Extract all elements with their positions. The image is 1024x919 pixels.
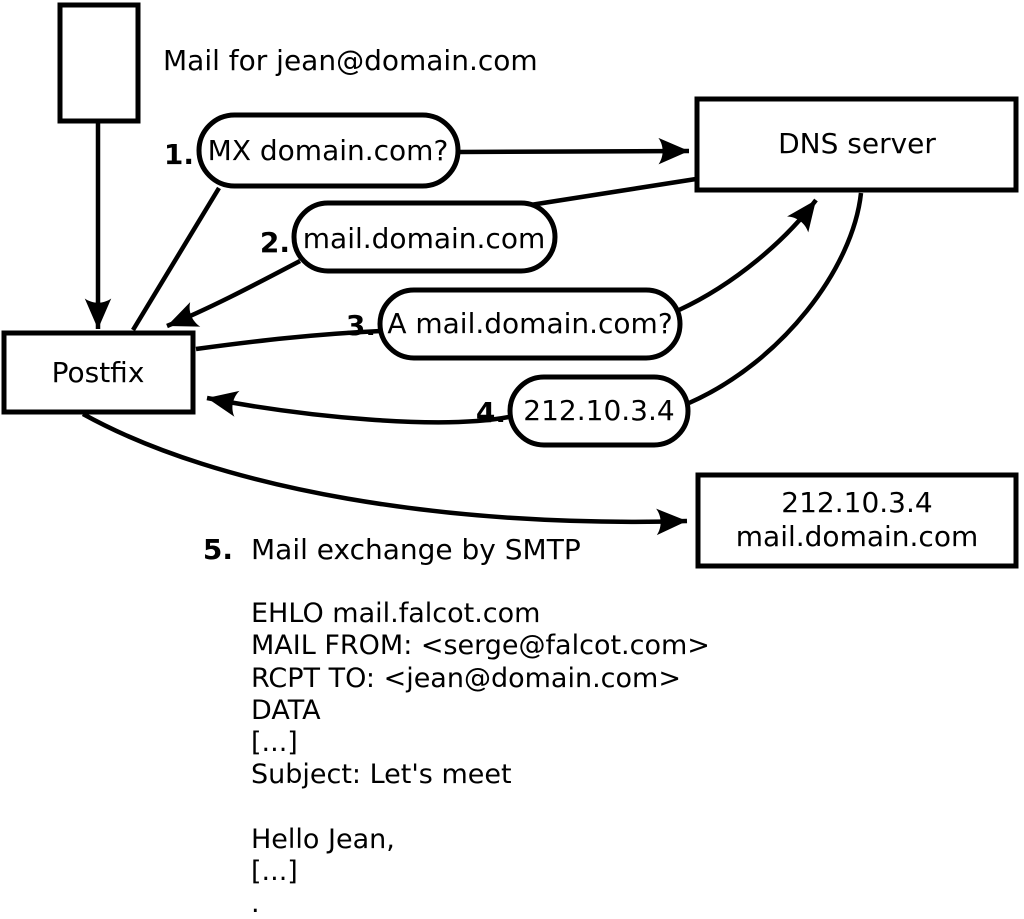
line-dns-to-pill2: [523, 176, 697, 209]
line-postfix-to-pill1: [131, 186, 221, 332]
smtp-line: [...]: [251, 856, 298, 887]
pill-step1-mx-query: [196, 112, 461, 189]
step4-number: 4.: [476, 396, 506, 429]
step2-number: 2.: [260, 226, 290, 259]
step3-pill-label: A mail.domain.com?: [387, 307, 672, 340]
arrow-pill4-to-postfix: [206, 390, 510, 425]
dns-server-node-box: [694, 96, 1019, 193]
pill-step2-mx-answer: [291, 200, 558, 274]
mail-note-label: Mail for jean@domain.com: [163, 44, 538, 77]
step1-pill-label: MX domain.com?: [208, 134, 449, 167]
mail-server-host-label: mail.domain.com: [736, 520, 978, 553]
pill-step4-a-answer: [507, 374, 691, 448]
mail-server-ip-label: 212.10.3.4: [781, 486, 932, 519]
smtp-line: EHLO mail.falcot.com: [251, 598, 540, 629]
postfix-node-box: [1, 330, 196, 415]
arrow-pill3-to-dns: [678, 198, 818, 313]
mail-server-node-box: [695, 472, 1019, 569]
step5-label: Mail exchange by SMTP: [251, 533, 581, 566]
smtp-session-transcript: EHLO mail.falcot.com MAIL FROM: <serge@f…: [251, 598, 710, 919]
step1-number: 1.: [164, 138, 194, 171]
node-shapes: [1, 2, 1019, 569]
smtp-line: [...]: [251, 727, 298, 758]
diagram-labels: Mail for jean@domain.com 1. MX domain.co…: [52, 44, 979, 566]
connector-lines: [81, 123, 864, 536]
smtp-line: DATA: [251, 695, 321, 726]
dns-server-node-label: DNS server: [778, 127, 936, 160]
arrow-postfix-to-mailserver-smtp: [81, 412, 688, 536]
smtp-line: Subject: Let's meet: [251, 759, 512, 790]
pill-step3-a-query: [377, 287, 683, 361]
smtp-line: .: [251, 888, 260, 919]
arrow-pill1-to-dns: [458, 137, 690, 165]
line-dns-to-pill4: [688, 192, 864, 406]
step3-number: 3.: [346, 309, 376, 342]
arrow-pill2-to-postfix: [166, 259, 302, 329]
smtp-line: Hello Jean,: [251, 824, 395, 855]
line-postfix-to-pill3: [195, 328, 382, 352]
postfix-node-label: Postfix: [52, 356, 145, 389]
smtp-line: MAIL FROM: <serge@falcot.com>: [251, 630, 710, 661]
mail-message-icon: [57, 2, 141, 124]
smtp-line: RCPT TO: <jean@domain.com>: [251, 663, 681, 694]
step2-pill-label: mail.domain.com: [303, 222, 545, 255]
step5-number: 5.: [203, 533, 233, 566]
step4-pill-label: 212.10.3.4: [523, 394, 674, 427]
